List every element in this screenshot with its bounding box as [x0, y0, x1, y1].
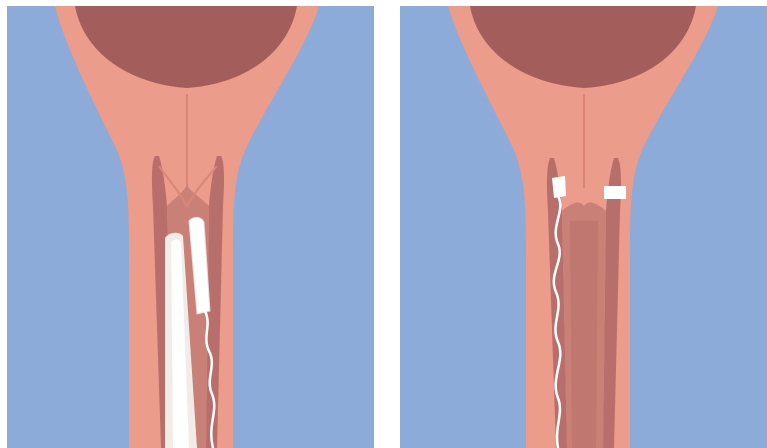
- anatomy-illustration-right: [400, 6, 767, 448]
- anatomy-illustration-left: [7, 6, 374, 448]
- device-tab-right: [604, 186, 626, 199]
- device-tab-left: [552, 176, 566, 198]
- diagram-panel-left: [7, 6, 374, 448]
- diagram-panel-right: [400, 6, 767, 448]
- canal-shading: [570, 221, 598, 448]
